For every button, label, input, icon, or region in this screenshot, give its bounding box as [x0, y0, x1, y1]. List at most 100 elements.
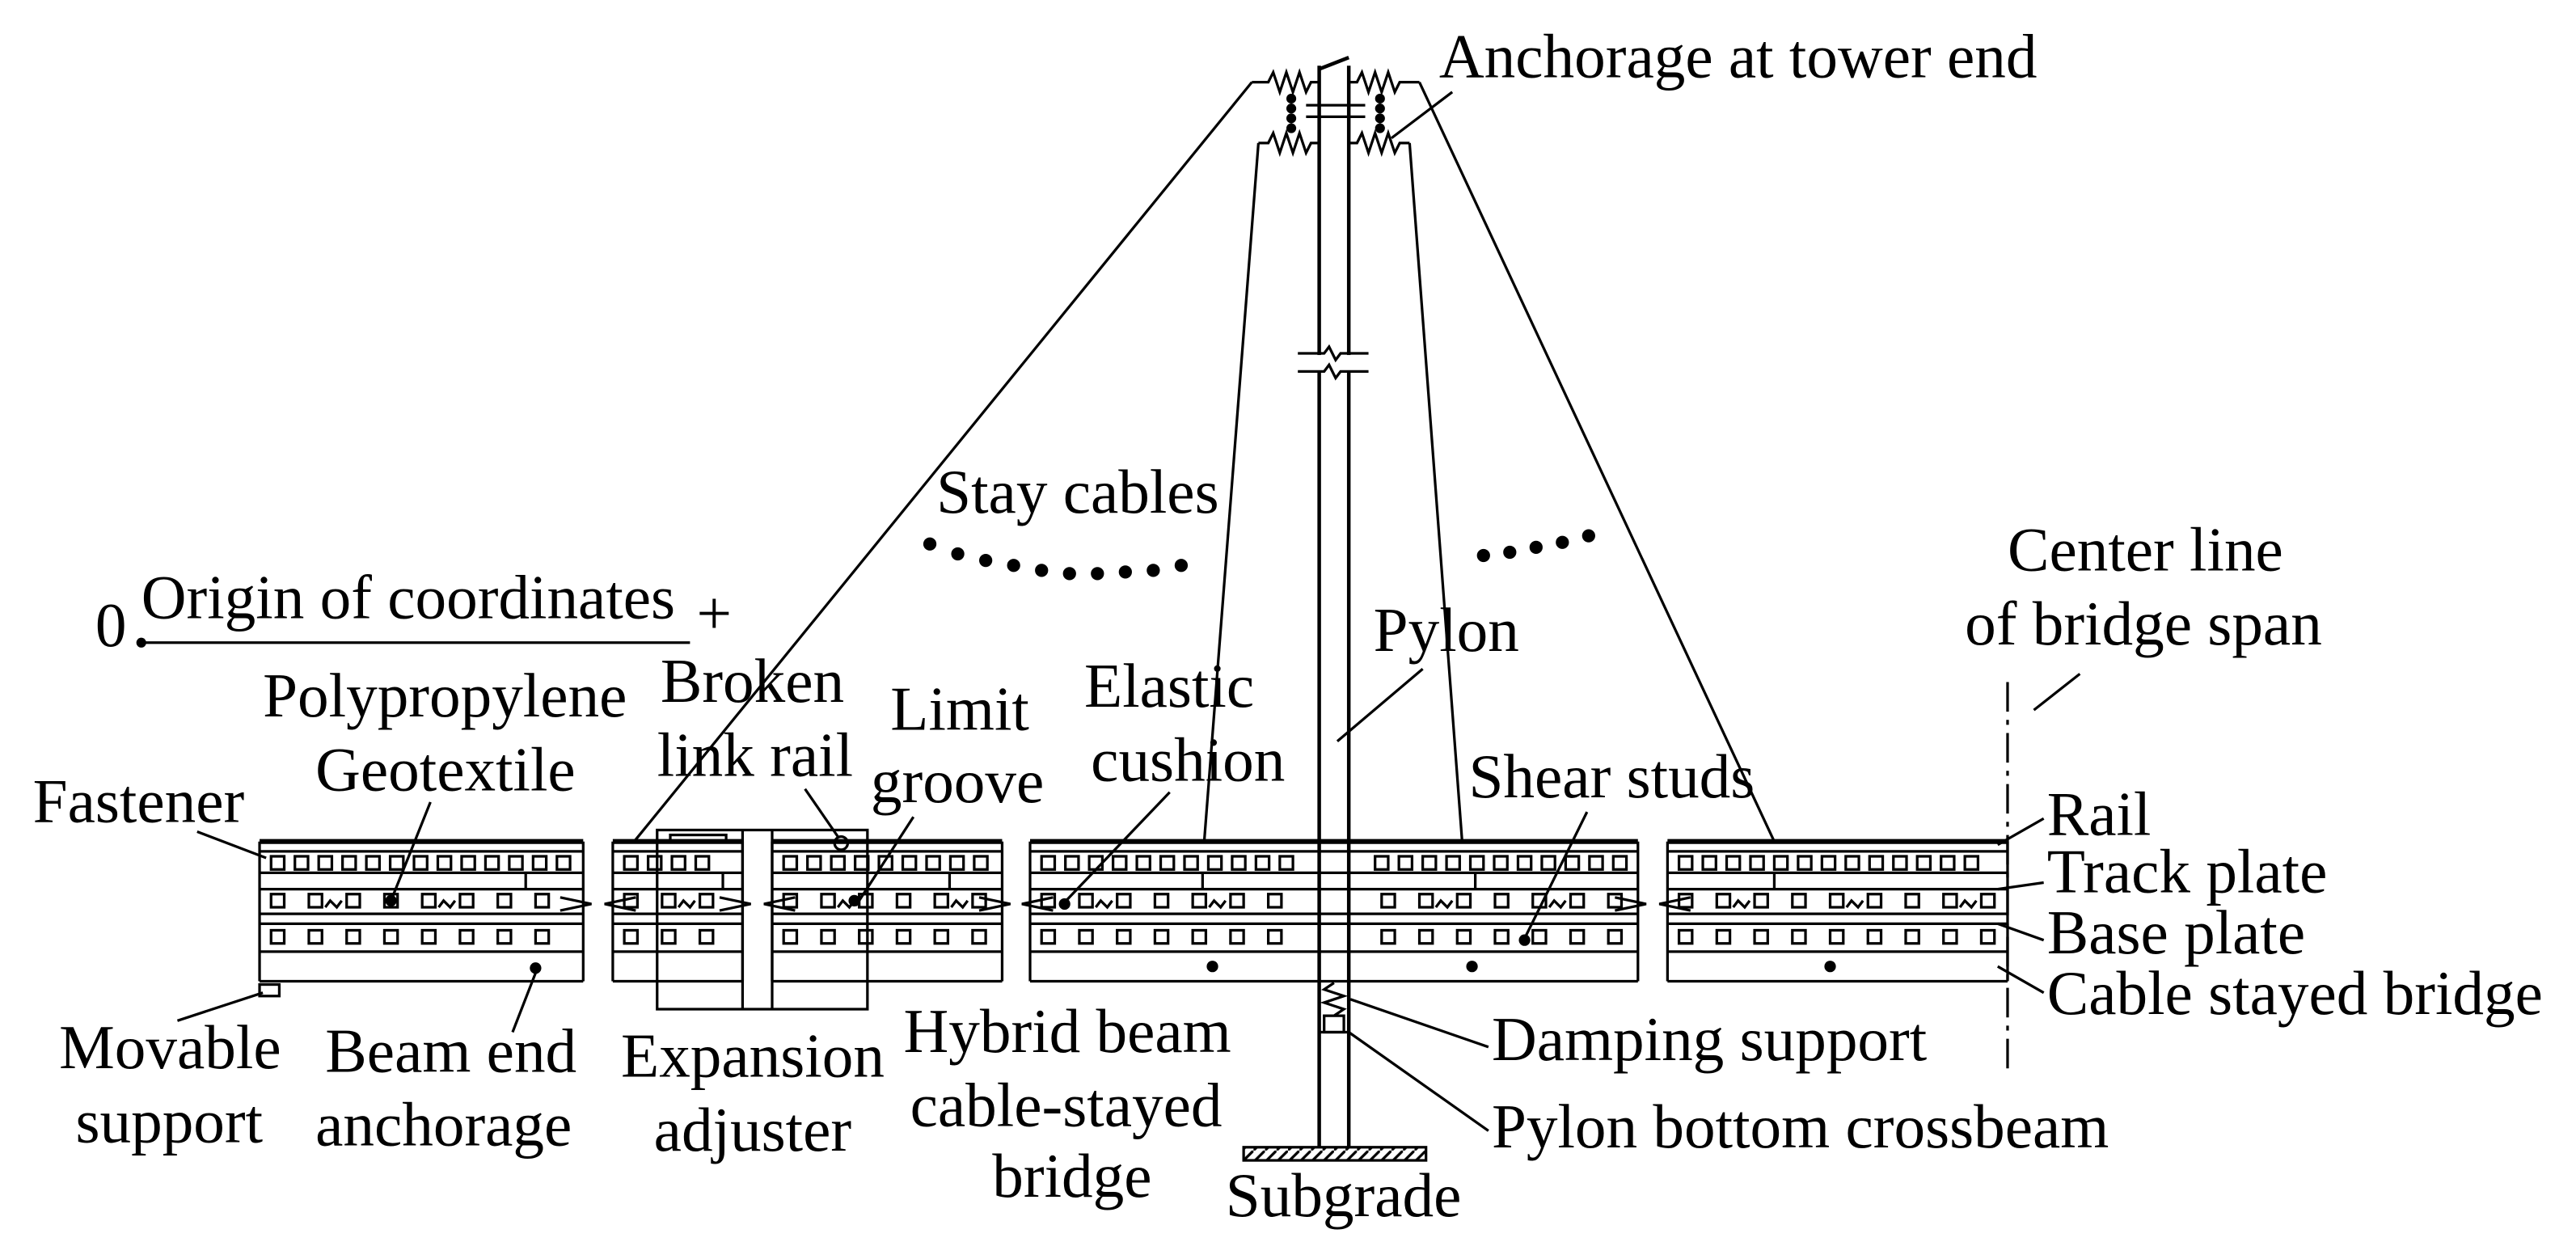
polypropylene-geotextile-label: Polypropylene [263, 661, 627, 730]
elastic-cushion-mark [1958, 898, 1978, 910]
elastic-cushion-mark [950, 898, 969, 910]
beam-end-anchorage-label: anchorage [315, 1090, 572, 1160]
fastener-block [341, 855, 357, 871]
broken-link-rail-leader-line [804, 788, 839, 838]
elastic-cushion-label: Elastic [1084, 651, 1254, 720]
deck-anchor-point [1206, 961, 1218, 973]
stay-cable-dot [1503, 545, 1517, 560]
fastener-block [1135, 855, 1151, 871]
fastener-block [1159, 855, 1176, 871]
stay-cable-dots [923, 529, 1595, 581]
cushion-block [661, 893, 677, 909]
stay-cable-dot [1476, 548, 1490, 563]
shear-stud-block [496, 928, 513, 945]
shear-stud-block [1078, 928, 1094, 945]
fastener-block [531, 855, 548, 871]
cushion-block [1116, 893, 1132, 909]
cushion-block [1791, 893, 1807, 909]
fastener-block [670, 855, 686, 871]
cushion-block [1828, 893, 1845, 909]
cushion-block [420, 893, 437, 909]
shear-stud-block [345, 928, 361, 945]
cushion-block [933, 893, 950, 909]
shear-stud-block [895, 928, 912, 945]
shear-stud-block [1153, 928, 1170, 945]
cushion-block [1569, 893, 1586, 909]
pylon-break-line [1298, 362, 1369, 381]
stay-cable-outer-left [633, 81, 1253, 843]
beam-end-anchorage-label: Beam end [325, 1016, 576, 1085]
fastener-block [948, 855, 965, 871]
shear-studs-leader-line [1523, 811, 1589, 940]
shear-stud-block [1791, 928, 1807, 945]
rail-leader-line [1996, 817, 2045, 847]
movable-support-leader-line [176, 991, 264, 1022]
shear-stud-block [661, 928, 677, 945]
shear-stud-block [269, 928, 286, 945]
coordinate-origin-point [136, 637, 146, 648]
hybrid-beam-label: Hybrid beam [904, 996, 1231, 1066]
stay-cable-dot [1147, 564, 1160, 577]
origin-plus-label: + [697, 579, 733, 649]
damping-support [1319, 982, 1349, 1034]
base-plate-leader-line [1997, 922, 2045, 942]
fastener-block [293, 855, 310, 871]
shear-stud-block [933, 928, 950, 945]
pylon-top-cap [1318, 56, 1349, 71]
fastener-block [1892, 855, 1908, 871]
cushion-block [269, 893, 286, 909]
fastener-block [901, 855, 918, 871]
deck-segment [604, 839, 751, 983]
movable-support [258, 982, 281, 998]
cushion-block [1942, 893, 1958, 909]
shear-stud-block [1866, 928, 1883, 945]
cushion-block [1979, 893, 1996, 909]
anchorage-chain-link [1375, 93, 1385, 104]
expansion-adjuster-label: adjuster [654, 1095, 852, 1164]
fastener-block [1820, 855, 1837, 871]
anchorage-chain-link [1286, 123, 1297, 133]
limit-groove-leader-line [855, 816, 915, 906]
pylon-break-symbol [1298, 344, 1369, 381]
fastener-block [1445, 855, 1461, 871]
fastener-block [806, 855, 822, 871]
shear-stud-block [820, 928, 836, 945]
break-mark [978, 896, 1011, 912]
cushion-block [1715, 893, 1732, 909]
cushion-block [1753, 893, 1769, 909]
center-line-label: of bridge span [1965, 589, 2322, 658]
anchorage-chain-link [1375, 123, 1385, 133]
shear-stud-block [420, 928, 437, 945]
tower-end-anchorage [1252, 68, 1420, 158]
cushion-block [1493, 893, 1510, 909]
fastener-block [412, 855, 429, 871]
fastener-block [925, 855, 941, 871]
fastener-block [1772, 855, 1789, 871]
stay-cables [633, 81, 1776, 843]
broken-link-rail-label: link rail [657, 720, 853, 789]
fastener-block [1493, 855, 1509, 871]
fastener-block [1111, 855, 1128, 871]
shear-stud-block [1116, 928, 1132, 945]
shear-stud-block [1942, 928, 1958, 945]
hybrid-beam-label: bridge [992, 1141, 1151, 1210]
geotextile-leader-line [390, 801, 432, 902]
elastic-cushion-mark [677, 898, 696, 910]
anchorage-spring [1252, 68, 1320, 96]
cable-stayed-bridge-label: Cable stayed bridge [2047, 958, 2543, 1028]
stay-cable-dot [1556, 535, 1569, 549]
fastener-block [1087, 855, 1104, 871]
stay-cable-dot [1007, 559, 1020, 572]
fastener-block [1374, 855, 1390, 871]
track-plate-leader-line [1997, 881, 2044, 891]
pylon-break-gap [1309, 355, 1359, 372]
fastener-block [1040, 855, 1057, 871]
fastener-block [830, 855, 847, 871]
shear-stud-block [1677, 928, 1694, 945]
deck-anchor-point [1466, 961, 1478, 973]
shear-stud-block [1266, 928, 1283, 945]
fastener-block [1611, 855, 1628, 871]
fastener-block [1844, 855, 1860, 871]
stay-cables-label: Stay cables [936, 457, 1218, 526]
